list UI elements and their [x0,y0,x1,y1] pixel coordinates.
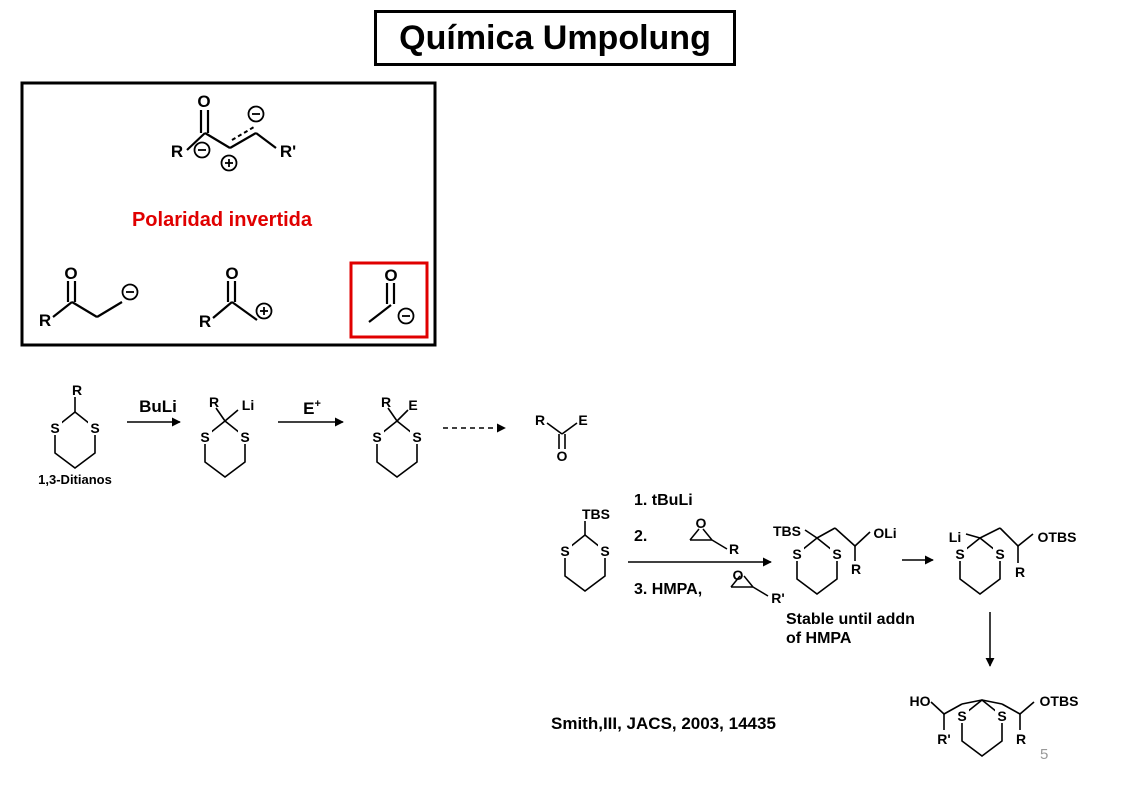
acyl-oxygen: O [384,266,397,285]
stability-note-line1: Stable until addn [786,611,915,628]
lithiated-dithiane: S S R Li [198,394,254,478]
svg-text:S: S [957,708,966,724]
svg-text:R': R' [937,731,950,747]
brook-anion: S S Li OTBS R [949,527,1077,595]
tbs-dithiane: S S TBS [558,506,612,592]
svg-text:O: O [557,448,568,464]
page-number: 5 [1040,746,1049,763]
dithiane-scheme: S S R 1,3-Ditianos BuLi S S R Li [38,382,588,487]
alkoxide-intermediate: S S TBS OLi R [773,523,897,595]
enolate-oxygen: O [64,264,77,283]
svg-text:S: S [240,429,249,445]
svg-text:S: S [200,429,209,445]
svg-text:TBS: TBS [773,523,801,539]
highlight-frame [349,261,429,339]
stability-note-line2: of HMPA [786,630,852,647]
svg-text:S: S [560,543,569,559]
svg-text:TBS: TBS [582,506,610,522]
svg-text:Li: Li [242,397,254,413]
enone-rprime: R' [280,142,296,161]
cation-oxygen: O [225,264,238,283]
final-product: S S HO OTBS R' R [910,693,1079,757]
svg-text:S: S [832,546,841,562]
acyl-anion-structure: O [349,261,429,339]
svg-text:S: S [50,420,59,436]
svg-text:R: R [209,394,219,410]
acylium-cation-structure: O R [199,264,273,331]
smith-scheme: S S TBS 1. tBuLi 2. O R 3. HMPA, [551,492,1079,757]
svg-text:E: E [578,412,587,428]
enolate-structure: O R [39,264,139,330]
svg-text:R': R' [771,590,784,606]
svg-text:E: E [408,397,417,413]
step-1: 1. tBuLi [634,492,693,509]
svg-text:OLi: OLi [873,525,896,541]
svg-text:R: R [72,382,82,398]
svg-text:R: R [1016,731,1026,747]
slide-title: Química Umpolung [374,10,736,66]
svg-text:R: R [381,394,391,410]
dithiane-start: S S R [48,382,102,469]
polarity-box-frame [20,81,437,347]
literature-reference: Smith,III, JACS, 2003, 14435 [551,714,776,733]
enone-r: R [171,142,183,161]
svg-text:R: R [851,561,861,577]
polarity-box: O R R' Polaridad invertida O R [20,81,437,347]
svg-text:R: R [729,541,739,557]
svg-text:R: R [1015,564,1025,580]
dithiane-label: 1,3-Ditianos [38,472,112,487]
substituted-dithiane: S S R E [370,394,424,478]
svg-text:S: S [997,708,1006,724]
svg-text:S: S [600,543,609,559]
ketone-product: R E O [535,412,588,464]
reagent-electrophile: E+ [303,398,321,418]
svg-text:OTBS: OTBS [1040,693,1079,709]
step-3: 3. HMPA, [634,581,702,598]
svg-text:S: S [412,429,421,445]
svg-text:Li: Li [949,529,961,545]
svg-text:O: O [696,515,707,531]
svg-text:S: S [90,420,99,436]
enone-anion-structure: O R R' [171,92,296,172]
epoxide-r: O R [689,515,739,557]
svg-text:S: S [955,546,964,562]
svg-text:S: S [372,429,381,445]
svg-text:OTBS: OTBS [1038,529,1077,545]
svg-text:HO: HO [910,693,931,709]
reagent-buli: BuLi [139,397,177,416]
epoxide-rprime: O R' [730,567,785,606]
svg-text:S: S [792,546,801,562]
svg-text:S: S [995,546,1004,562]
cation-r: R [199,312,211,331]
svg-text:O: O [733,567,744,583]
enone-oxygen: O [197,92,210,111]
polarity-caption: Polaridad invertida [132,209,313,231]
step-2: 2. [634,528,647,545]
enolate-r: R [39,311,51,330]
svg-text:R: R [535,412,545,428]
